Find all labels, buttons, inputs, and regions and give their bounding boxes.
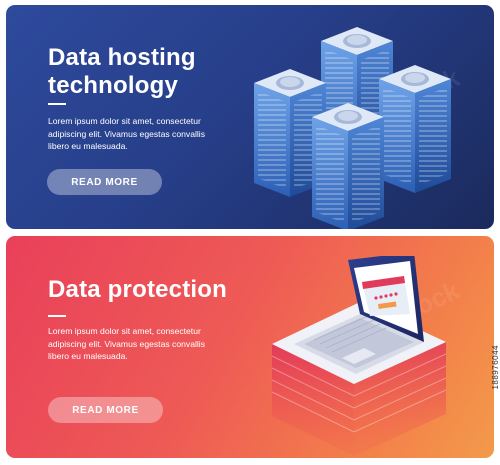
- protection-title-divider: [48, 315, 66, 317]
- server-racks-icon: [254, 27, 451, 229]
- stock-id: 188976044: [491, 345, 500, 390]
- laptop-lock-icon: [271, 256, 447, 456]
- protection-read-more-button[interactable]: READ MORE: [48, 397, 163, 423]
- hosting-banner: Data hosting technology Lorem ipsum dolo…: [6, 5, 494, 229]
- hosting-read-more-button[interactable]: READ MORE: [47, 169, 162, 195]
- hosting-title-divider: [48, 103, 66, 105]
- protection-title: Data protection: [48, 276, 228, 303]
- protection-description-line: Lorem ipsum dolor sit amet, consectetur: [48, 326, 201, 336]
- hosting-description: Lorem ipsum dolor sit amet, consectetur …: [48, 115, 220, 153]
- hosting-title-line2: technology: [48, 72, 179, 99]
- protection-description-line: adipiscing elit. Vivamus egestas convall…: [48, 338, 205, 349]
- protection-banner: Data protection Lorem ipsum dolor sit am…: [6, 236, 494, 458]
- hosting-description-line: Lorem ipsum dolor sit amet, consectetur: [48, 116, 201, 126]
- hosting-title: Data hosting technology: [48, 44, 196, 100]
- protection-description-line: libero eu malesuada.: [48, 351, 128, 361]
- protection-description: Lorem ipsum dolor sit amet, consectetur …: [48, 325, 220, 363]
- hosting-description-line: libero eu malesuada.: [48, 141, 128, 151]
- hosting-title-line1: Data hosting: [48, 44, 196, 71]
- hosting-description-line: adipiscing elit. Vivamus egestas convall…: [48, 128, 205, 139]
